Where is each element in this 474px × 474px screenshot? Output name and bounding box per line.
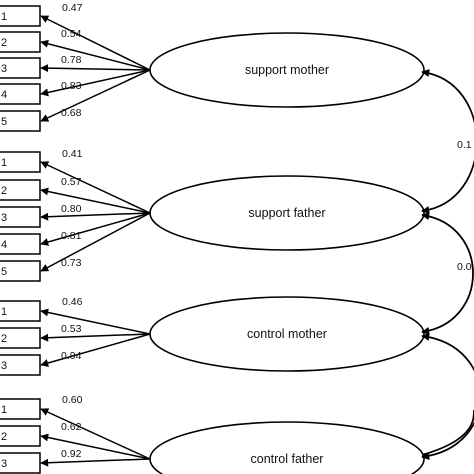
indicator-rect bbox=[0, 206, 41, 228]
indicator-label: 1 bbox=[1, 404, 7, 416]
indicator-rect bbox=[0, 151, 41, 173]
loading-value: 0.68 bbox=[61, 107, 82, 119]
loading-value: 0.83 bbox=[61, 80, 82, 92]
loading-path bbox=[40, 69, 151, 122]
loading-path bbox=[40, 187, 151, 214]
indicator-rect bbox=[0, 233, 41, 255]
factor-label: support mother bbox=[245, 63, 329, 77]
indicator-box: 1 bbox=[0, 5, 41, 27]
indicator-label: 1 bbox=[1, 306, 7, 318]
factor-label: support father bbox=[248, 206, 325, 220]
loading-value: 0.73 bbox=[61, 257, 82, 269]
loading-value: 0.78 bbox=[61, 54, 82, 66]
loading-path bbox=[40, 64, 151, 73]
indicator-label: 2 bbox=[1, 431, 7, 443]
indicator-rect bbox=[0, 398, 41, 420]
loading-path bbox=[40, 212, 151, 221]
indicator-label: 2 bbox=[1, 333, 7, 345]
loading-path bbox=[40, 333, 151, 367]
indicator-rect bbox=[0, 327, 41, 349]
indicator-rect bbox=[0, 260, 41, 282]
loading-path bbox=[40, 308, 151, 335]
indicator-box: 1 bbox=[0, 300, 41, 322]
loading-path bbox=[40, 408, 151, 460]
indicator-rect bbox=[0, 83, 41, 105]
factor-label: control father bbox=[251, 452, 324, 466]
loading-path bbox=[40, 69, 151, 97]
indicator-label: 1 bbox=[1, 157, 7, 169]
indicator-box: 3 bbox=[0, 452, 41, 474]
loading-value: 0.81 bbox=[61, 230, 82, 242]
loading-value: 0.80 bbox=[61, 203, 82, 215]
indicator-box: 2 bbox=[0, 179, 41, 201]
indicator-rect bbox=[0, 452, 41, 474]
correlation-arrow bbox=[421, 69, 474, 214]
indicator-label: 5 bbox=[1, 116, 7, 128]
indicator-rect bbox=[0, 31, 41, 53]
indicator-label: 2 bbox=[1, 37, 7, 49]
indicator-box: 4 bbox=[0, 233, 41, 255]
indicator-rect bbox=[0, 110, 41, 132]
indicator-label: 3 bbox=[1, 63, 7, 75]
factor-ellipse bbox=[149, 421, 425, 474]
loading-value: 0.54 bbox=[61, 28, 82, 40]
loading-path bbox=[40, 458, 151, 467]
indicator-rect bbox=[0, 5, 41, 27]
indicator-rect bbox=[0, 179, 41, 201]
loading-value: 0.53 bbox=[61, 323, 82, 335]
correlation-value: 0.0 bbox=[457, 261, 472, 273]
indicator-box: 5 bbox=[0, 110, 41, 132]
indicator-rect bbox=[0, 300, 41, 322]
indicator-box: 2 bbox=[0, 31, 41, 53]
loading-value: 0.41 bbox=[62, 148, 83, 160]
loading-value: 0.94 bbox=[61, 350, 82, 362]
loading-path bbox=[40, 333, 151, 342]
indicator-label: 1 bbox=[1, 11, 7, 23]
indicator-label: 3 bbox=[1, 458, 7, 470]
indicator-box: 3 bbox=[0, 57, 41, 79]
loading-value: 0.62 bbox=[61, 421, 82, 433]
latent-factor-support-father: support father bbox=[149, 175, 425, 251]
correlation-value: 0.1 bbox=[457, 139, 472, 151]
indicator-label: 4 bbox=[1, 89, 7, 101]
correlation-arrow bbox=[421, 212, 474, 335]
loading-value: 0.92 bbox=[61, 448, 82, 460]
loading-path bbox=[40, 212, 151, 272]
indicator-box: 1 bbox=[0, 151, 41, 173]
indicator-box: 3 bbox=[0, 354, 41, 376]
indicator-label: 3 bbox=[1, 212, 7, 224]
loading-path bbox=[40, 15, 151, 71]
loading-value: 0.60 bbox=[62, 394, 83, 406]
loading-value: 0.47 bbox=[62, 2, 83, 14]
indicator-box: 4 bbox=[0, 83, 41, 105]
indicator-box: 2 bbox=[0, 327, 41, 349]
indicator-box: 5 bbox=[0, 260, 41, 282]
indicator-rect bbox=[0, 425, 41, 447]
indicator-rect bbox=[0, 354, 41, 376]
indicator-label: 5 bbox=[1, 266, 7, 278]
indicator-box: 3 bbox=[0, 206, 41, 228]
latent-factor-control-mother: control mother bbox=[149, 296, 425, 372]
indicator-label: 3 bbox=[1, 360, 7, 372]
latent-factor-support-mother: support mother bbox=[149, 32, 425, 108]
indicator-label: 4 bbox=[1, 239, 7, 251]
indicator-box: 1 bbox=[0, 398, 41, 420]
indicator-label: 2 bbox=[1, 185, 7, 197]
correlation-arrow bbox=[421, 332, 474, 461]
indicator-box: 2 bbox=[0, 425, 41, 447]
loading-value: 0.46 bbox=[62, 296, 83, 308]
latent-factor-control-father: control father bbox=[149, 421, 425, 474]
loading-path bbox=[40, 212, 151, 246]
loading-path bbox=[40, 433, 151, 460]
factor-label: control mother bbox=[247, 327, 327, 341]
loading-value: 0.57 bbox=[61, 176, 82, 188]
loading-path bbox=[40, 161, 151, 214]
indicator-rect bbox=[0, 57, 41, 79]
loading-path bbox=[40, 39, 151, 71]
